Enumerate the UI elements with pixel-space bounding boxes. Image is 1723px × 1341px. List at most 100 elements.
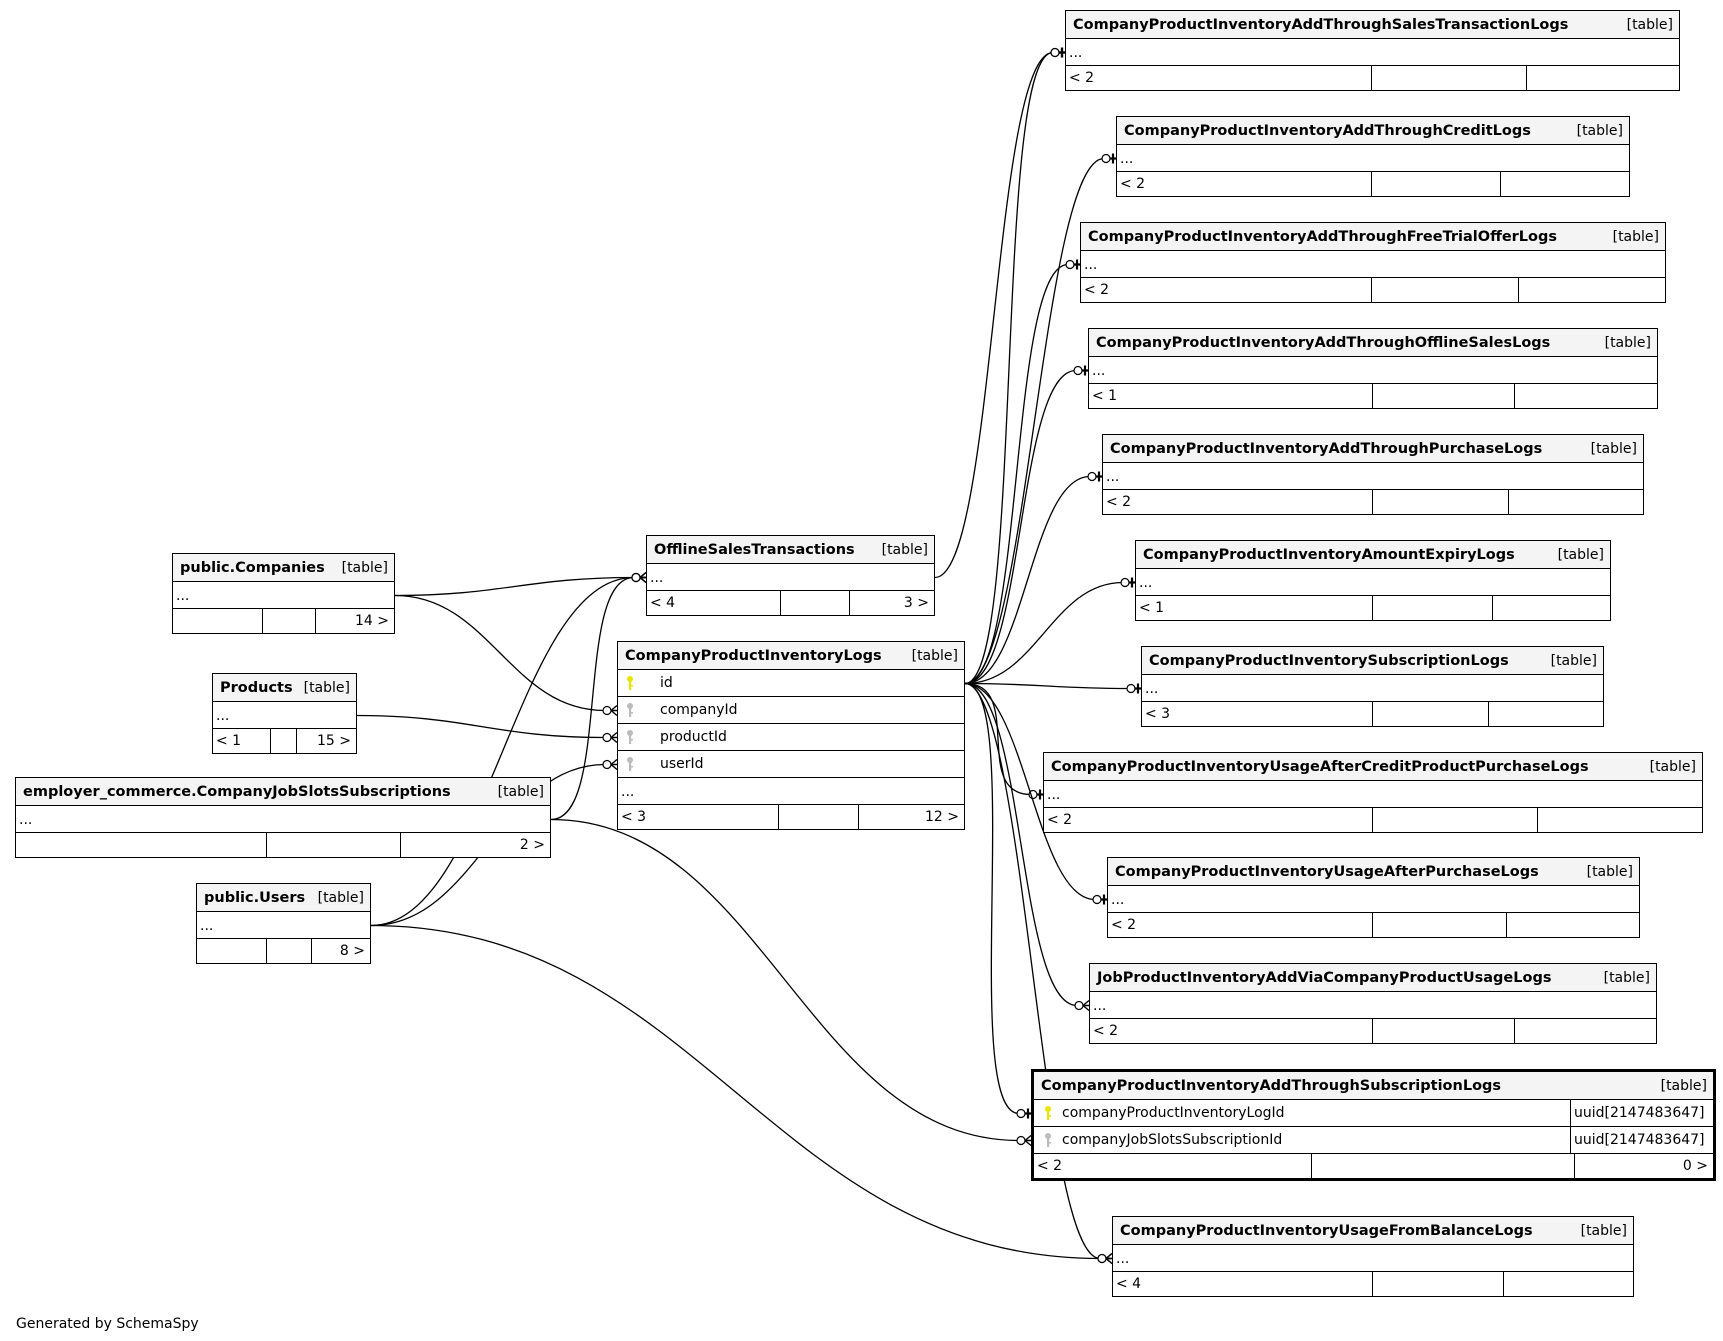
table-add-through-free-trial-offer-logs[interactable]: CompanyProductInventoryAddThroughFreeTri…: [1080, 222, 1666, 303]
relationship-line: [964, 475, 1091, 685]
collapsed-columns-row: ...: [1117, 145, 1629, 172]
table-header: CompanyProductInventoryAmountExpiryLogs …: [1136, 541, 1610, 569]
column-row-company-product-inventory-log-id[interactable]: companyProductInventoryLogId uuid[214748…: [1034, 1100, 1713, 1127]
collapsed-columns-row: ...: [1090, 992, 1656, 1019]
children-count[interactable]: [1500, 172, 1629, 196]
relationship-line: [964, 263, 1069, 685]
optional-marker-icon: [631, 572, 641, 583]
table-kind: [table]: [303, 679, 350, 696]
column-row-company-job-slots-subscription-id[interactable]: companyJobSlotsSubscriptionId uuid[21474…: [1034, 1127, 1713, 1154]
children-count[interactable]: 2 >: [400, 833, 550, 857]
table-public-companies[interactable]: public.Companies [table] ... 14 >: [172, 553, 395, 634]
table-products[interactable]: Products [table] ... < 1 15 >: [212, 673, 357, 754]
children-count[interactable]: [1514, 384, 1657, 408]
parents-count[interactable]: < 1: [1139, 600, 1165, 616]
parents-count[interactable]: < 2: [1069, 70, 1095, 86]
relationship-line: [394, 594, 606, 712]
children-count[interactable]: [1506, 913, 1639, 937]
parents-count[interactable]: < 2: [1084, 282, 1110, 298]
optional-marker-icon: [1087, 471, 1097, 482]
children-count[interactable]: 15 >: [296, 729, 356, 753]
children-count[interactable]: [1514, 1019, 1656, 1043]
children-count[interactable]: 8 >: [311, 939, 370, 963]
children-count[interactable]: [1508, 490, 1643, 514]
table-name: Products: [220, 679, 293, 696]
table-name: employer_commerce.CompanyJobSlotsSubscri…: [23, 783, 451, 800]
relationship-users-to-offline: [370, 571, 647, 927]
table-company-job-slots-subscriptions[interactable]: employer_commerce.CompanyJobSlotsSubscri…: [15, 777, 551, 858]
table-kind: [table]: [1612, 228, 1659, 245]
relationship-line: [370, 576, 635, 927]
children-count[interactable]: [1488, 702, 1603, 726]
table-name: CompanyProductInventoryUsageFromBalanceL…: [1120, 1222, 1533, 1239]
parents-count[interactable]: < 2: [1111, 917, 1137, 933]
table-kind: [table]: [1576, 122, 1623, 139]
parents-count[interactable]: < 2: [1120, 176, 1146, 192]
table-public-users[interactable]: public.Users [table] ... 8 >: [196, 883, 371, 964]
table-add-through-credit-logs[interactable]: CompanyProductInventoryAddThroughCreditL…: [1116, 116, 1630, 197]
column-name: companyJobSlotsSubscriptionId: [1062, 1132, 1283, 1148]
table-offline-sales-transactions[interactable]: OfflineSalesTransactions [table] ... < 4…: [646, 535, 935, 616]
column-name: productId: [660, 729, 727, 745]
children-count[interactable]: [1526, 66, 1679, 90]
collapsed-columns-row: ...: [213, 702, 356, 729]
parents-count[interactable]: < 4: [1116, 1276, 1142, 1292]
parents-count[interactable]: < 1: [1092, 388, 1118, 404]
parents-count[interactable]: < 2: [1037, 1158, 1063, 1174]
parents-count[interactable]: < 3: [621, 809, 647, 825]
rows-count: [1372, 808, 1537, 832]
children-count[interactable]: [1518, 278, 1665, 302]
table-header: employer_commerce.CompanyJobSlotsSubscri…: [16, 778, 550, 806]
children-count[interactable]: 0 >: [1574, 1154, 1713, 1178]
table-add-through-purchase-logs[interactable]: CompanyProductInventoryAddThroughPurchas…: [1102, 434, 1644, 515]
table-add-through-offline-sales-logs[interactable]: CompanyProductInventoryAddThroughOffline…: [1088, 328, 1658, 409]
table-usage-after-purchase-logs[interactable]: CompanyProductInventoryUsageAfterPurchas…: [1107, 857, 1640, 938]
optional-marker-icon: [1065, 259, 1075, 270]
parents-count[interactable]: < 1: [216, 733, 242, 749]
table-add-through-subscription-logs[interactable]: CompanyProductInventoryAddThroughSubscri…: [1031, 1069, 1716, 1181]
collapsed-columns-row: ...: [1142, 675, 1603, 702]
children-count[interactable]: 3 >: [849, 591, 934, 615]
table-subscription-logs[interactable]: CompanyProductInventorySubscriptionLogs …: [1141, 646, 1604, 727]
table-kind: [table]: [1557, 546, 1604, 563]
table-usage-from-balance-logs[interactable]: CompanyProductInventoryUsageFromBalanceL…: [1112, 1216, 1634, 1297]
table-company-product-inventory-logs[interactable]: CompanyProductInventoryLogs [table] id c…: [617, 641, 965, 830]
relationship-users-to-t_balance: [370, 924, 1113, 1265]
parents-count[interactable]: < 2: [1106, 494, 1132, 510]
children-count[interactable]: 14 >: [315, 609, 394, 633]
parents-count[interactable]: < 3: [1145, 706, 1171, 722]
parents-count[interactable]: [197, 939, 266, 963]
table-name: CompanyProductInventoryAddThroughSalesTr…: [1073, 16, 1569, 33]
children-count[interactable]: [1537, 808, 1702, 832]
optional-marker-icon: [1126, 683, 1136, 694]
generated-by-note: Generated by SchemaSpy: [16, 1316, 199, 1332]
column-row-userid[interactable]: userId: [618, 751, 964, 778]
parents-count[interactable]: < 4: [650, 595, 676, 611]
children-count[interactable]: [1503, 1272, 1633, 1296]
table-job-product-inventory-add-via-company-product-usage-logs[interactable]: JobProductInventoryAddViaCompanyProductU…: [1089, 963, 1657, 1044]
relationship-companies-to-cpil: [394, 594, 618, 717]
table-footer: < 2: [1090, 1019, 1656, 1043]
table-footer: < 2: [1081, 278, 1665, 302]
table-usage-after-credit-product-purchase-logs[interactable]: CompanyProductInventoryUsageAfterCreditP…: [1043, 752, 1703, 833]
relationship-jobslots-to-t_addsub: [550, 818, 1032, 1147]
table-amount-expiry-logs[interactable]: CompanyProductInventoryAmountExpiryLogs …: [1135, 540, 1611, 621]
parents-count[interactable]: [16, 833, 266, 857]
table-add-through-sales-transaction-logs[interactable]: CompanyProductInventoryAddThroughSalesTr…: [1065, 10, 1680, 91]
foreign-key-icon: [624, 756, 636, 772]
parents-count[interactable]: [173, 609, 262, 633]
table-name: OfflineSalesTransactions: [654, 541, 855, 558]
children-count[interactable]: [1492, 596, 1610, 620]
relationship-cpil-to-t_free: [964, 259, 1080, 685]
rows-count: [262, 609, 315, 633]
optional-marker-icon: [1092, 894, 1102, 905]
children-count[interactable]: 12 >: [858, 805, 964, 829]
column-row-productid[interactable]: productId: [618, 724, 964, 751]
column-row-companyid[interactable]: companyId: [618, 697, 964, 724]
parents-count[interactable]: < 2: [1047, 812, 1073, 828]
relationship-line: [394, 576, 635, 597]
foreign-key-icon: [624, 729, 636, 745]
table-footer: 14 >: [173, 609, 394, 633]
column-row-id[interactable]: id: [618, 670, 964, 697]
parents-count[interactable]: < 2: [1093, 1023, 1119, 1039]
